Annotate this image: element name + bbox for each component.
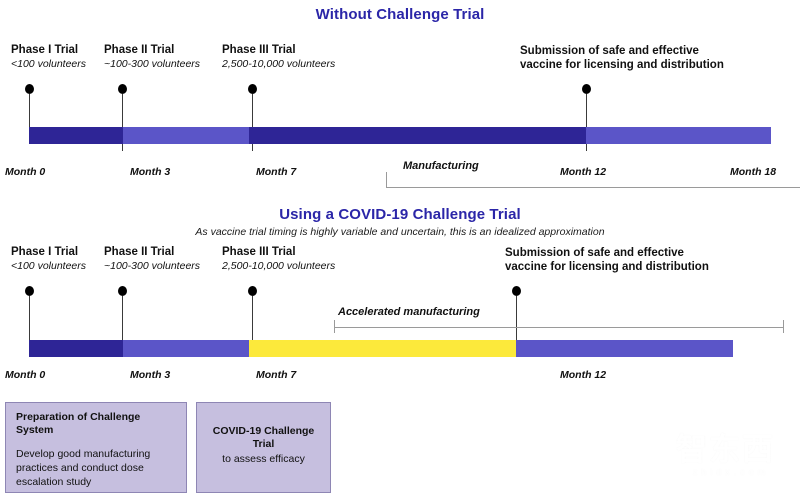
timeline-1-bracket-cap-left — [386, 172, 387, 188]
info-box-covid-19-challenge-trial: COVID-19 Challenge Trial to assess effic… — [196, 402, 331, 493]
timeline-1-month-0: Month 0 — [5, 166, 46, 178]
pin-stem — [29, 296, 30, 343]
pin-stem — [252, 94, 253, 151]
timeline-1-bracket-label: Manufacturing — [403, 160, 479, 172]
pin-dot-icon — [25, 84, 34, 94]
milestone-subtitle: 2,500-10,000 volunteers — [222, 260, 336, 272]
timeline-1-month-3: Month 3 — [130, 166, 171, 178]
timeline-2-segment-phase-1 — [29, 340, 123, 357]
milestone-title: Phase II Trial — [104, 246, 175, 258]
timeline-1-title: Without Challenge Trial — [315, 6, 485, 23]
pin-stem — [516, 296, 517, 354]
info-box-preparation-of-challenge-system: Preparation of Challenge System Develop … — [5, 402, 187, 493]
info-box-heading: COVID-19 Challenge Trial — [212, 425, 315, 450]
info-box-body: to assess efficacy — [222, 453, 305, 465]
milestone-subtitle: 2,500-10,000 volunteers — [222, 58, 336, 70]
pin-dot-icon — [248, 84, 257, 94]
pin-stem — [586, 94, 587, 151]
timeline-2-bracket-cap-left — [334, 320, 335, 333]
timeline-2-milestone-phase-2: Phase II Trial ~100-300 volunteers — [104, 245, 200, 273]
pin-stem — [122, 296, 123, 354]
timeline-1-pin-phase-2 — [118, 84, 127, 151]
milestone-title-line2: vaccine for licensing and distribution — [520, 59, 724, 71]
watermark-glyphs: 智东西 — [676, 432, 775, 467]
timeline-1-bracket-line — [386, 187, 800, 188]
timeline-1-segment-phase-2 — [123, 127, 249, 144]
timeline-1-pin-phase-1 — [25, 84, 34, 139]
timeline-2-bracket-cap-right — [783, 320, 784, 333]
milestone-title: Submission of safe and effective — [520, 45, 699, 57]
pin-stem — [29, 94, 30, 139]
milestone-title: Phase III Trial — [222, 44, 296, 56]
milestone-subtitle: <100 volunteers — [11, 58, 87, 70]
timeline-1-milestone-submission: Submission of safe and effective vaccine… — [520, 44, 724, 72]
timeline-1-month-18: Month 18 — [730, 166, 777, 178]
timeline-1-bar — [29, 127, 771, 144]
pin-dot-icon — [118, 84, 127, 94]
timeline-2-subtitle: As vaccine trial timing is highly variab… — [195, 226, 605, 238]
timeline-2-pin-phase-3 — [248, 286, 257, 354]
pin-dot-icon — [118, 286, 127, 296]
timeline-2-month-7: Month 7 — [256, 369, 297, 381]
timeline-1-pin-submission — [582, 84, 591, 151]
milestone-title: Phase I Trial — [11, 44, 79, 56]
milestone-title-line2: vaccine for licensing and distribution — [505, 261, 709, 273]
timeline-2-title: Using a COVID-19 Challenge Trial — [279, 206, 521, 223]
watermark-zhidx: 智东西 zhidx.com — [676, 432, 786, 478]
timeline-2-milestone-submission: Submission of safe and effective vaccine… — [505, 246, 709, 274]
timeline-1-milestone-phase-1: Phase I Trial <100 volunteers — [11, 43, 86, 71]
timeline-2-month-3: Month 3 — [130, 369, 171, 381]
timeline-2-pin-phase-2 — [118, 286, 127, 354]
milestone-title: Phase I Trial — [11, 246, 79, 258]
timeline-1-milestone-phase-2: Phase II Trial ~100-300 volunteers — [104, 43, 200, 71]
milestone-title: Phase II Trial — [104, 44, 175, 56]
timeline-2-milestone-phase-3: Phase III Trial 2,500-10,000 volunteers — [222, 245, 335, 273]
timeline-2-bracket-label: Accelerated manufacturing — [338, 306, 480, 318]
pin-dot-icon — [582, 84, 591, 94]
timeline-2-month-12: Month 12 — [560, 369, 607, 381]
timeline-1-month-12: Month 12 — [560, 166, 607, 178]
pin-dot-icon — [512, 286, 521, 296]
pin-stem — [252, 296, 253, 354]
timeline-1-milestone-phase-3: Phase III Trial 2,500-10,000 volunteers — [222, 43, 335, 71]
timeline-2-bracket-line — [334, 327, 784, 328]
timeline-1-pin-phase-3 — [248, 84, 257, 151]
timeline-2-segment-phase-2 — [123, 340, 249, 357]
info-box-heading: Preparation of Challenge System — [16, 411, 141, 436]
timeline-1-segment-manufacturing — [586, 127, 771, 144]
timeline-2-milestone-phase-1: Phase I Trial <100 volunteers — [11, 245, 86, 273]
pin-dot-icon — [25, 286, 34, 296]
timeline-2-bar — [29, 340, 733, 357]
milestone-subtitle: ~100-300 volunteers — [104, 58, 201, 70]
pin-stem — [122, 94, 123, 151]
timeline-1-segment-phase-3 — [249, 127, 586, 144]
pin-dot-icon — [248, 286, 257, 296]
milestone-title: Phase III Trial — [222, 246, 296, 258]
milestone-subtitle: <100 volunteers — [11, 260, 87, 272]
info-box-body: Develop good manufacturing practices and… — [16, 448, 151, 488]
watermark-url: zhidx.com — [692, 467, 770, 477]
milestone-title: Submission of safe and effective — [505, 247, 684, 259]
timeline-2-segment-challenge-trial — [249, 340, 516, 357]
milestone-subtitle: ~100-300 volunteers — [104, 260, 201, 272]
timeline-2-month-0: Month 0 — [5, 369, 46, 381]
timeline-1-segment-phase-1 — [29, 127, 123, 144]
timeline-2-pin-submission — [512, 286, 521, 354]
timeline-1-month-7: Month 7 — [256, 166, 297, 178]
timeline-2-segment-manufacturing — [516, 340, 733, 357]
timeline-2-pin-phase-1 — [25, 286, 34, 343]
